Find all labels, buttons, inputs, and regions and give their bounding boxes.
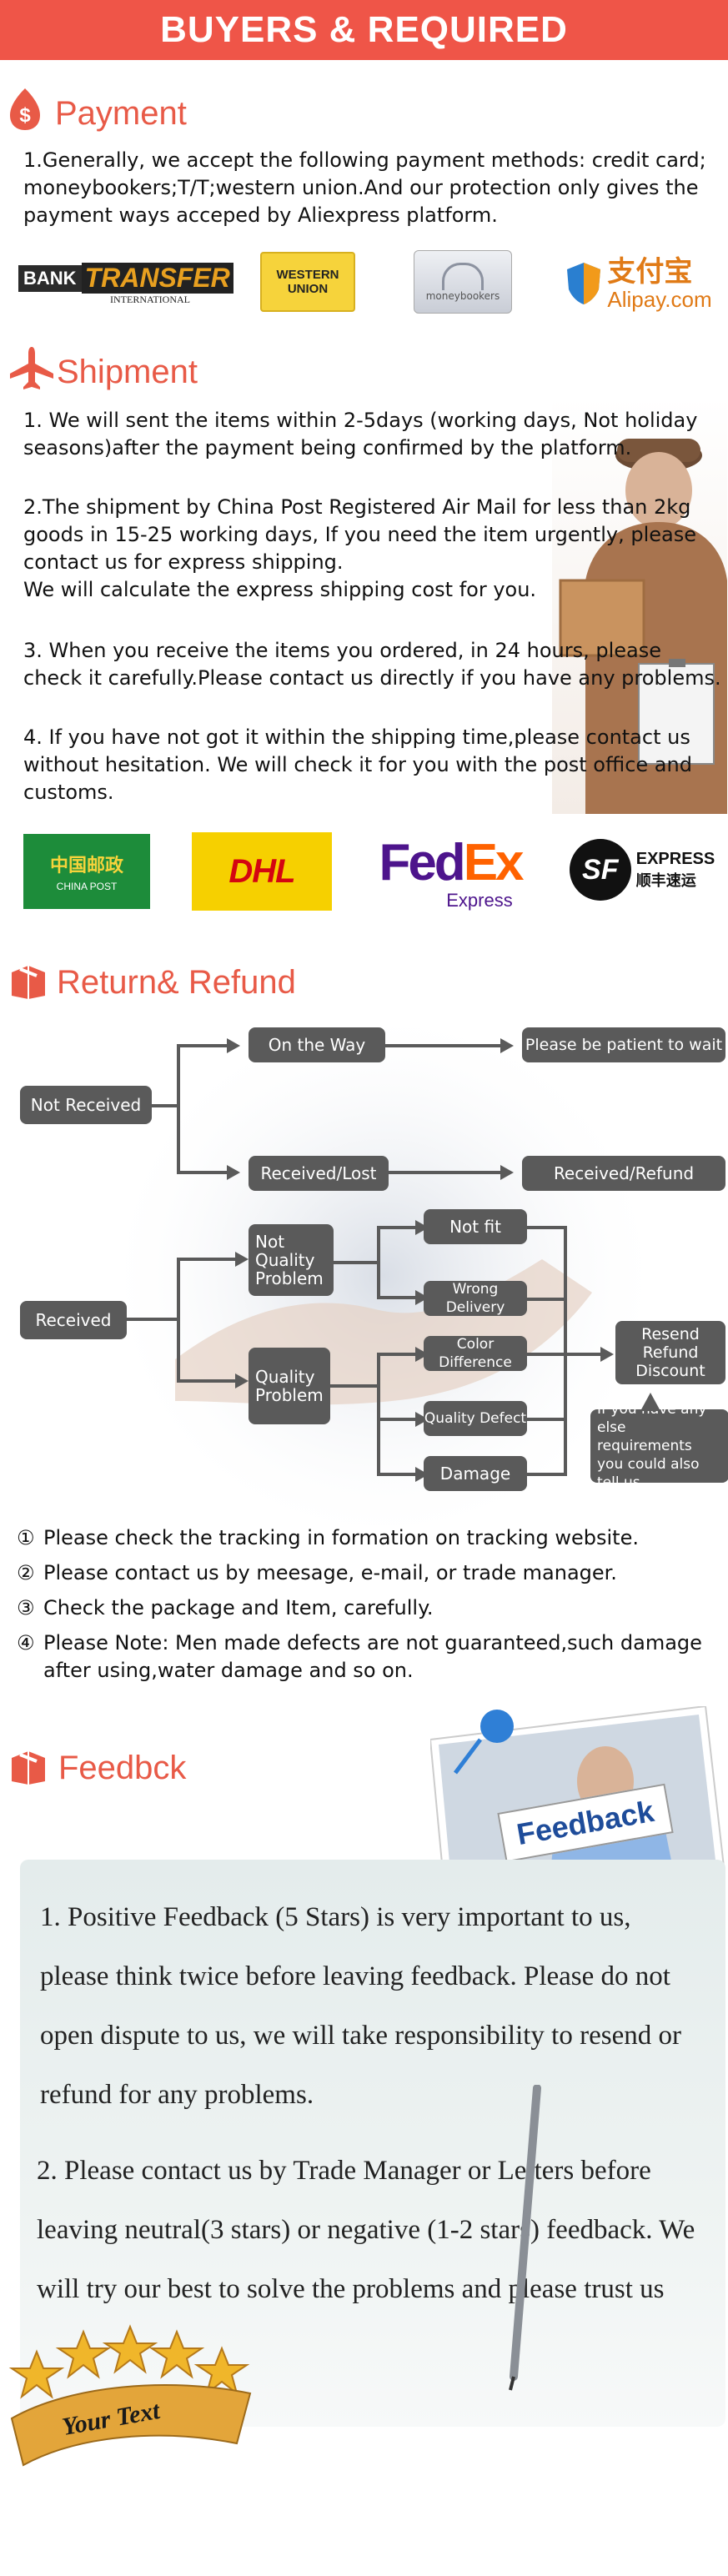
pen-icon (499, 2084, 549, 2393)
alipay-shield-icon (567, 263, 601, 304)
feedback-title: Feedbck (58, 1750, 187, 1786)
svg-text:$: $ (19, 104, 31, 127)
shipment-text-1: 1. We will sent the items within 2-5days… (23, 409, 698, 459)
fedex-logo: FedEx Express (379, 834, 524, 911)
flow-received-lost: Received/Lost (249, 1156, 389, 1191)
shipment-text-2: 2.The shipment by China Post Registered … (23, 495, 696, 601)
flow-received: Received (20, 1301, 127, 1339)
package-icon (8, 962, 48, 1001)
payment-icon: $ (8, 87, 42, 132)
flow-wrong-delivery: Wrong Delivery (424, 1281, 527, 1316)
feedback-text-1: 1. Positive Feedback (5 Stars) is very i… (40, 1902, 681, 2110)
china-post-logo: 中国邮政 CHINA POST (23, 834, 150, 909)
flow-not-received: Not Received (20, 1086, 152, 1124)
western-union-logo: WESTERN UNION (260, 252, 355, 312)
page-banner: BUYERS & REQUIRED (0, 0, 728, 60)
moneybookers-logo: moneybookers (414, 250, 512, 314)
flow-quality-problem: Quality Problem (249, 1348, 330, 1424)
shipment-title: Shipment (57, 354, 198, 390)
flow-not-fit: Not fit (424, 1209, 527, 1244)
flow-resend-refund-discount: Resend Refund Discount (615, 1321, 725, 1384)
bank-transfer-logo: BANK TRANSFER INTERNATIONAL (18, 260, 233, 309)
flow-on-the-way: On the Way (249, 1027, 385, 1062)
feedback-box (20, 1860, 725, 2427)
package-icon-feedback (8, 1748, 48, 1786)
flow-received-refund: Received/Refund (522, 1156, 725, 1191)
shipment-text-3: 3. When you receive the items you ordere… (23, 639, 721, 690)
dhl-logo: DHL (192, 832, 332, 911)
stars-badge: Your Text (3, 2318, 254, 2485)
flow-not-quality-problem: Not Quality Problem (249, 1224, 334, 1296)
flow-color-difference: Color Difference (424, 1336, 527, 1371)
payment-text: 1.Generally, we accept the following pay… (23, 148, 706, 227)
flow-else-requirements: If you have any else requirements you co… (590, 1401, 728, 1491)
feedback-text-2: 2. Please contact us by Trade Manager or… (37, 2156, 695, 2304)
shipment-text-4: 4. If you have not got it within the shi… (23, 726, 692, 804)
airplane-icon (8, 345, 55, 390)
alipay-logo: 支付宝 Alipay.com (557, 250, 720, 317)
flow-be-patient: Please be patient to wait (522, 1027, 725, 1062)
sf-express-logo: SF EXPRESS 顺丰速运 (559, 832, 725, 907)
refund-title: Return& Refund (57, 964, 296, 1001)
flow-damage: Damage (424, 1456, 527, 1491)
flow-quality-defect: Quality Defect (424, 1401, 527, 1436)
courier-photo (552, 397, 727, 814)
payment-title: Payment (55, 95, 187, 132)
